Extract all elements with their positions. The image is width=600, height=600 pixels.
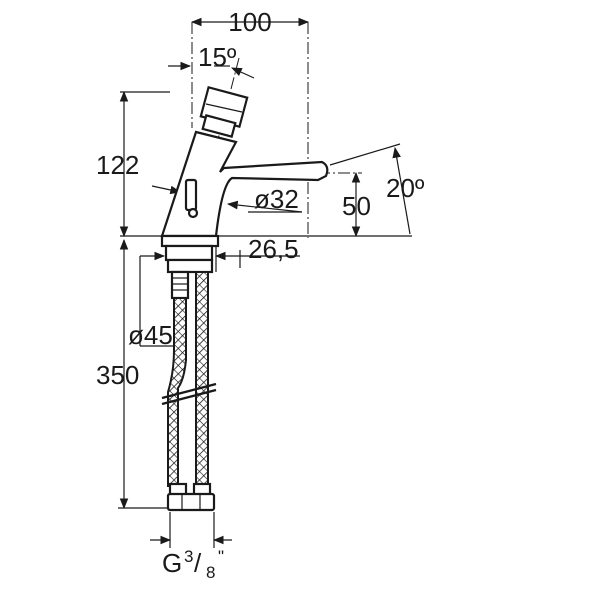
label-thread-sep: / xyxy=(194,548,202,578)
dim-angle-spout: 20º xyxy=(329,143,425,235)
faucet-base xyxy=(160,234,220,300)
base-flange xyxy=(160,234,220,248)
label-122: 122 xyxy=(96,150,139,180)
label-thread-g: G xyxy=(162,548,182,578)
hose-fittings xyxy=(166,482,216,512)
dim-diameter-base: ø45 xyxy=(128,251,185,350)
dim-thread: G 3 / 8 " xyxy=(150,512,232,582)
label-20deg: 20º xyxy=(386,173,425,203)
label-thread-unit: " xyxy=(218,547,224,566)
label-thread-num: 3 xyxy=(184,547,193,566)
hose-right xyxy=(195,271,209,487)
dim-width-top: 100 xyxy=(190,7,310,238)
dim-height-upper: 122 xyxy=(96,90,170,238)
label-50: 50 xyxy=(342,191,371,221)
label-26-5: 26,5 xyxy=(248,234,299,264)
dim-diameter-spout: ø32 xyxy=(151,184,303,214)
dim-height-hose: 350 xyxy=(96,238,170,510)
label-d32: ø32 xyxy=(254,184,299,214)
dim-angle-handle: 15º xyxy=(168,42,255,183)
label-15deg: 15º xyxy=(198,42,237,72)
base-washer xyxy=(166,258,214,274)
spout-body xyxy=(160,130,329,238)
flex-hoses xyxy=(161,271,217,487)
indicator-slot xyxy=(184,178,198,212)
label-100: 100 xyxy=(228,7,271,37)
dim-offset-base: 26,5 xyxy=(214,234,300,272)
base-nut xyxy=(164,244,214,262)
label-350: 350 xyxy=(96,360,139,390)
dim-height-spout: 50 xyxy=(318,171,371,238)
threaded-shank xyxy=(170,270,190,300)
label-d45: ø45 xyxy=(128,320,173,350)
break-line xyxy=(161,382,217,400)
button-collar xyxy=(201,114,237,138)
fitting-nut xyxy=(166,492,216,512)
faucet-body xyxy=(160,85,329,238)
label-thread-den: 8 xyxy=(206,563,215,582)
indicator-dot xyxy=(187,207,199,219)
